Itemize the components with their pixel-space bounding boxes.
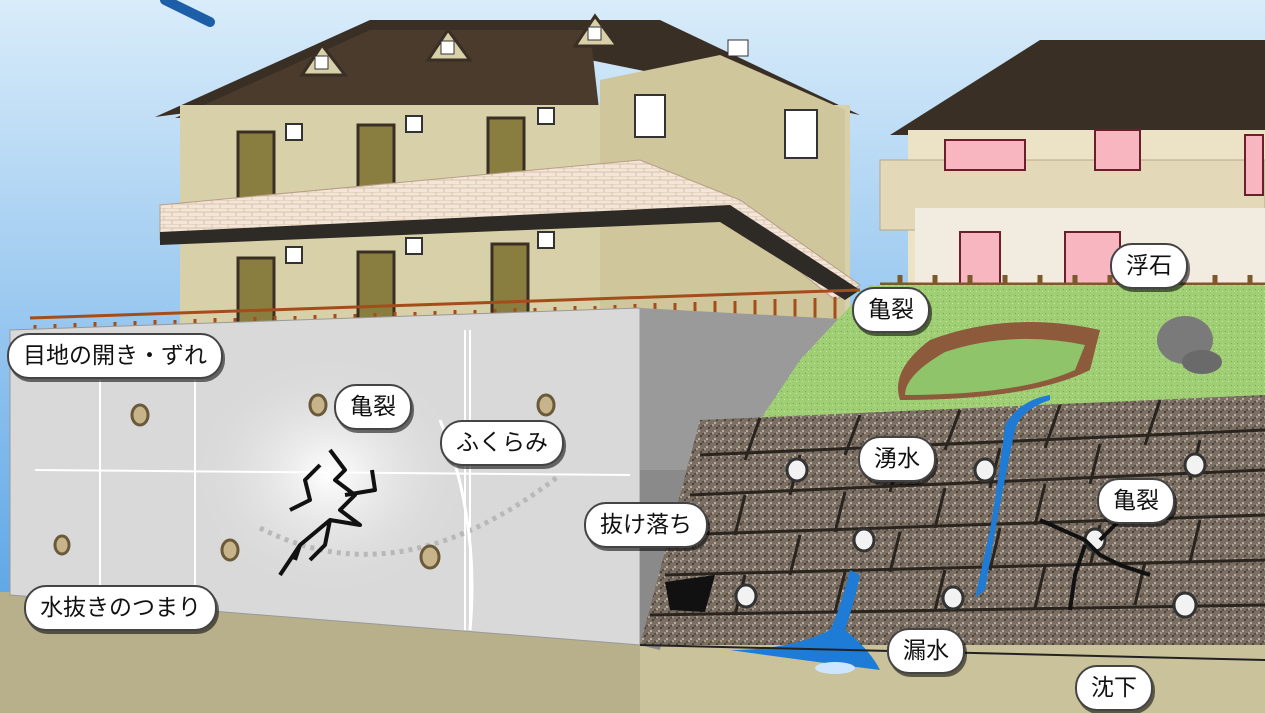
label-leak: 漏水 <box>887 628 965 674</box>
label-bulge: ふくらみ <box>440 420 564 466</box>
left-house <box>29 13 861 345</box>
label-drain-clog: 水抜きのつまり <box>24 585 217 631</box>
roof-window-icon <box>299 13 749 77</box>
label-crack-top: 亀裂 <box>852 287 930 333</box>
label-crack-stone: 亀裂 <box>1097 478 1175 524</box>
crack-icon <box>278 448 377 577</box>
right-house <box>879 40 1265 310</box>
house-windows <box>285 94 818 264</box>
label-falling-out: 抜け落ち <box>584 502 708 548</box>
sun-ray <box>160 0 215 27</box>
label-subsidence: 沈下 <box>1075 665 1153 711</box>
label-spring-water: 湧水 <box>858 436 936 482</box>
stone-retaining-wall <box>640 395 1265 645</box>
water-stream-icon <box>730 395 1050 674</box>
label-crack-wall: 亀裂 <box>334 384 412 430</box>
label-floating-stone: 浮石 <box>1110 243 1188 289</box>
drain-hole-icon <box>53 393 556 570</box>
right-house-windows <box>944 129 1264 293</box>
rock-icon <box>1157 316 1222 374</box>
label-joint-gap: 目地の開き・ずれ <box>7 333 223 379</box>
